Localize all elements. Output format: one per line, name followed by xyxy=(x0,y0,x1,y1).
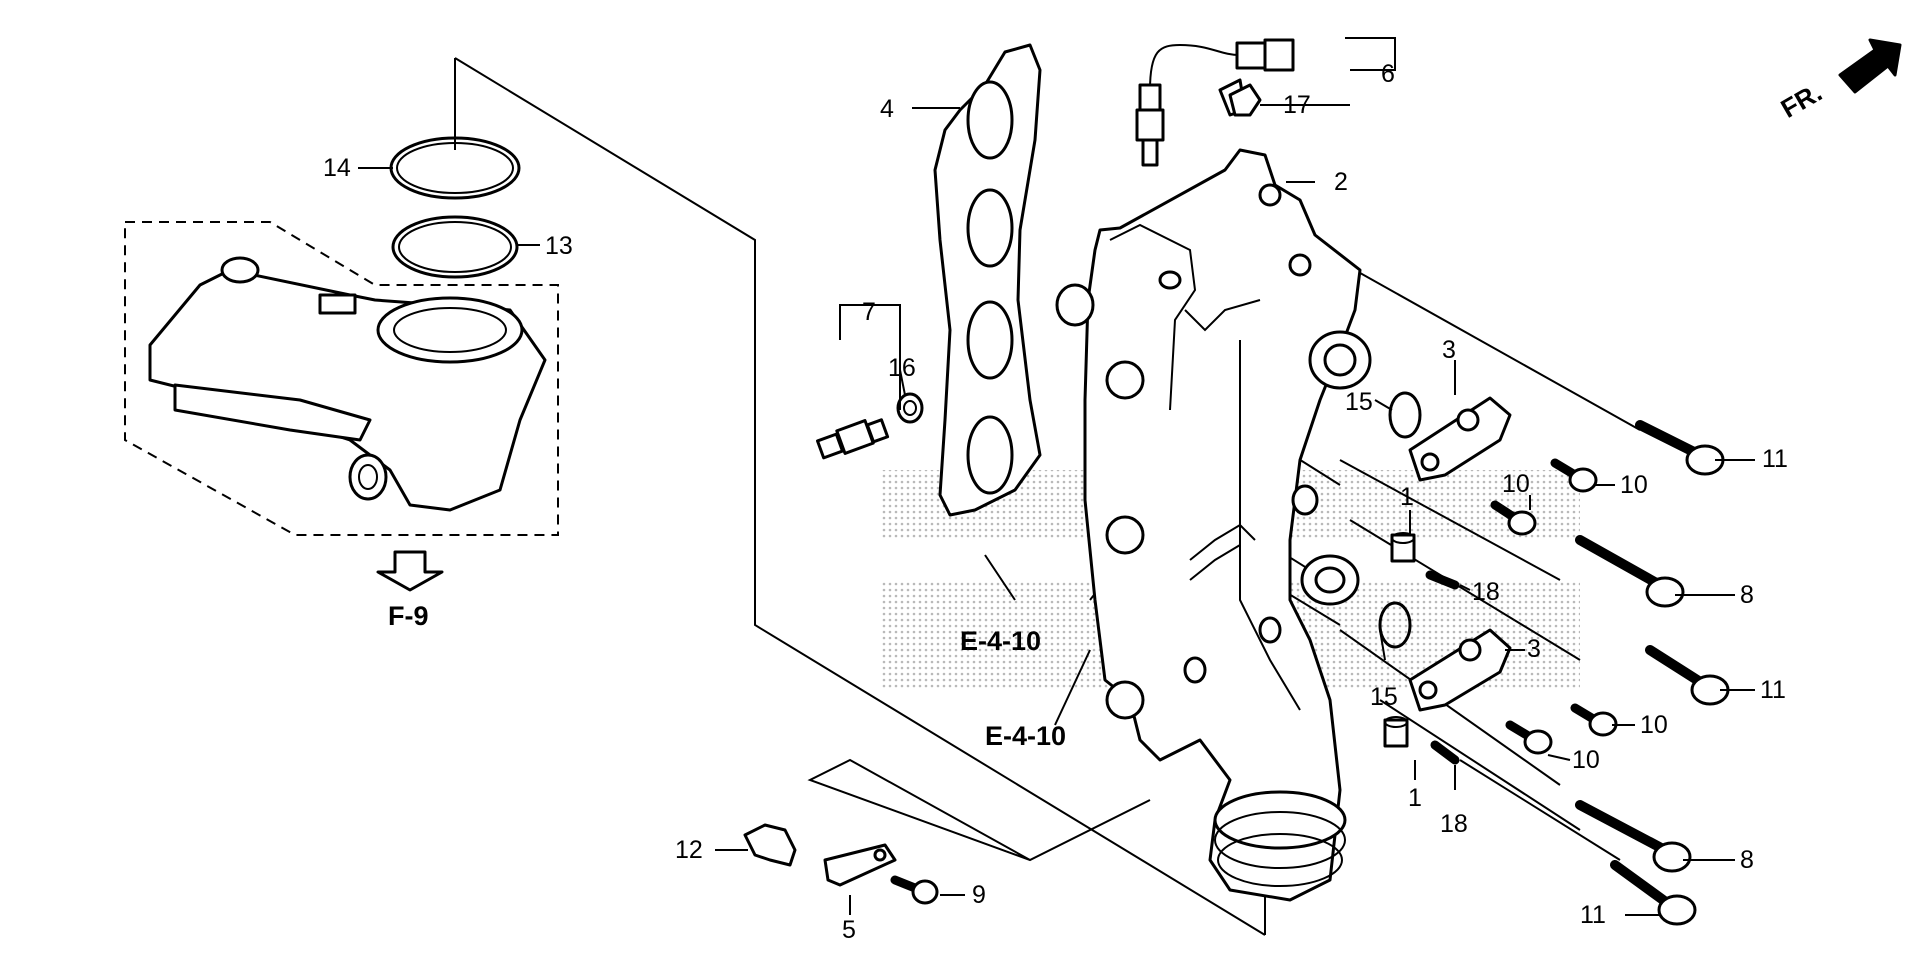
dowel-pin-1-upper xyxy=(1390,532,1416,563)
callout-10-d: 10 xyxy=(1572,746,1600,774)
callout-13: 13 xyxy=(545,232,573,260)
clip-17 xyxy=(1228,83,1262,117)
ref-f9: F-9 xyxy=(388,601,429,631)
bolt-18-upper xyxy=(1425,570,1460,590)
callout-3-lower: 3 xyxy=(1527,635,1541,663)
ref-e410-lower: E-4-10 xyxy=(985,721,1066,751)
bolt-11-bottom xyxy=(1610,860,1697,926)
down-arrow-icon xyxy=(376,550,444,592)
callout-18-lower: 18 xyxy=(1440,810,1468,838)
callout-1-lower: 1 xyxy=(1408,784,1422,812)
callout-1-upper: 1 xyxy=(1400,483,1414,511)
bracket-5 xyxy=(823,843,897,887)
callout-3-upper: 3 xyxy=(1442,336,1456,364)
callout-10-b: 10 xyxy=(1502,470,1530,498)
gasket-15-lower xyxy=(1378,601,1412,649)
washer-16 xyxy=(896,392,924,424)
clamp-12 xyxy=(743,823,797,867)
flange-3-upper xyxy=(1408,396,1512,482)
callout-4: 4 xyxy=(880,95,894,123)
dowel-pin-1-lower xyxy=(1383,716,1409,748)
callout-17: 17 xyxy=(1283,91,1311,119)
callout-11-top: 11 xyxy=(1762,445,1788,473)
callout-7: 7 xyxy=(862,298,876,326)
gasket-4 xyxy=(933,43,1042,517)
bolt-18-lower xyxy=(1430,740,1460,765)
callout-11-mid: 11 xyxy=(1760,676,1786,704)
thermostat-group-outline xyxy=(124,221,559,536)
seal-ring-14-inner xyxy=(396,142,514,194)
callout-11-bottom: 11 xyxy=(1580,901,1606,929)
callout-16: 16 xyxy=(888,354,916,382)
bolt-9 xyxy=(890,875,939,905)
thermostat-housing xyxy=(148,256,547,512)
gasket-15-upper xyxy=(1388,391,1422,439)
callout-12: 12 xyxy=(675,836,703,864)
stud-7 xyxy=(816,418,890,460)
bolt-8-upper xyxy=(1575,535,1685,608)
bolt-11-top xyxy=(1635,420,1725,476)
callout-10-a: 10 xyxy=(1620,471,1648,499)
bolt-11-mid xyxy=(1645,645,1730,706)
callout-14: 14 xyxy=(323,154,351,182)
orientation-label: FR. xyxy=(1776,77,1827,124)
exhaust-manifold-2 xyxy=(1055,148,1372,902)
leader-lines xyxy=(358,37,1755,916)
callouts: 14 13 4 6 17 2 7 16 3 15 11 10 10 1 18 8… xyxy=(323,60,1788,944)
front-arrow-icon xyxy=(1838,38,1902,94)
ref-e410-upper: E-4-10 xyxy=(960,626,1041,656)
callout-8-lower: 8 xyxy=(1740,846,1754,874)
callout-5: 5 xyxy=(842,916,856,944)
bolt-10-a xyxy=(1550,458,1598,493)
seal-ring-13-inner xyxy=(398,221,512,273)
flange-3-lower xyxy=(1408,628,1512,712)
callout-15-upper: 15 xyxy=(1345,388,1373,416)
callout-9: 9 xyxy=(972,881,986,909)
callout-2: 2 xyxy=(1334,168,1348,196)
callout-10-c: 10 xyxy=(1640,711,1668,739)
seal-ring-13 xyxy=(391,215,519,279)
callout-18-upper: 18 xyxy=(1472,578,1500,606)
bolt-10-b xyxy=(1490,500,1537,536)
washer-16-inner xyxy=(903,400,917,416)
bolt-8-lower xyxy=(1575,800,1692,873)
callout-15-lower: 15 xyxy=(1370,683,1398,711)
bolt-10-c xyxy=(1570,703,1618,737)
callout-6: 6 xyxy=(1381,60,1395,88)
callout-8-upper: 8 xyxy=(1740,581,1754,609)
o2-sensor-6 xyxy=(1135,38,1295,167)
bolt-10-d xyxy=(1505,720,1553,755)
